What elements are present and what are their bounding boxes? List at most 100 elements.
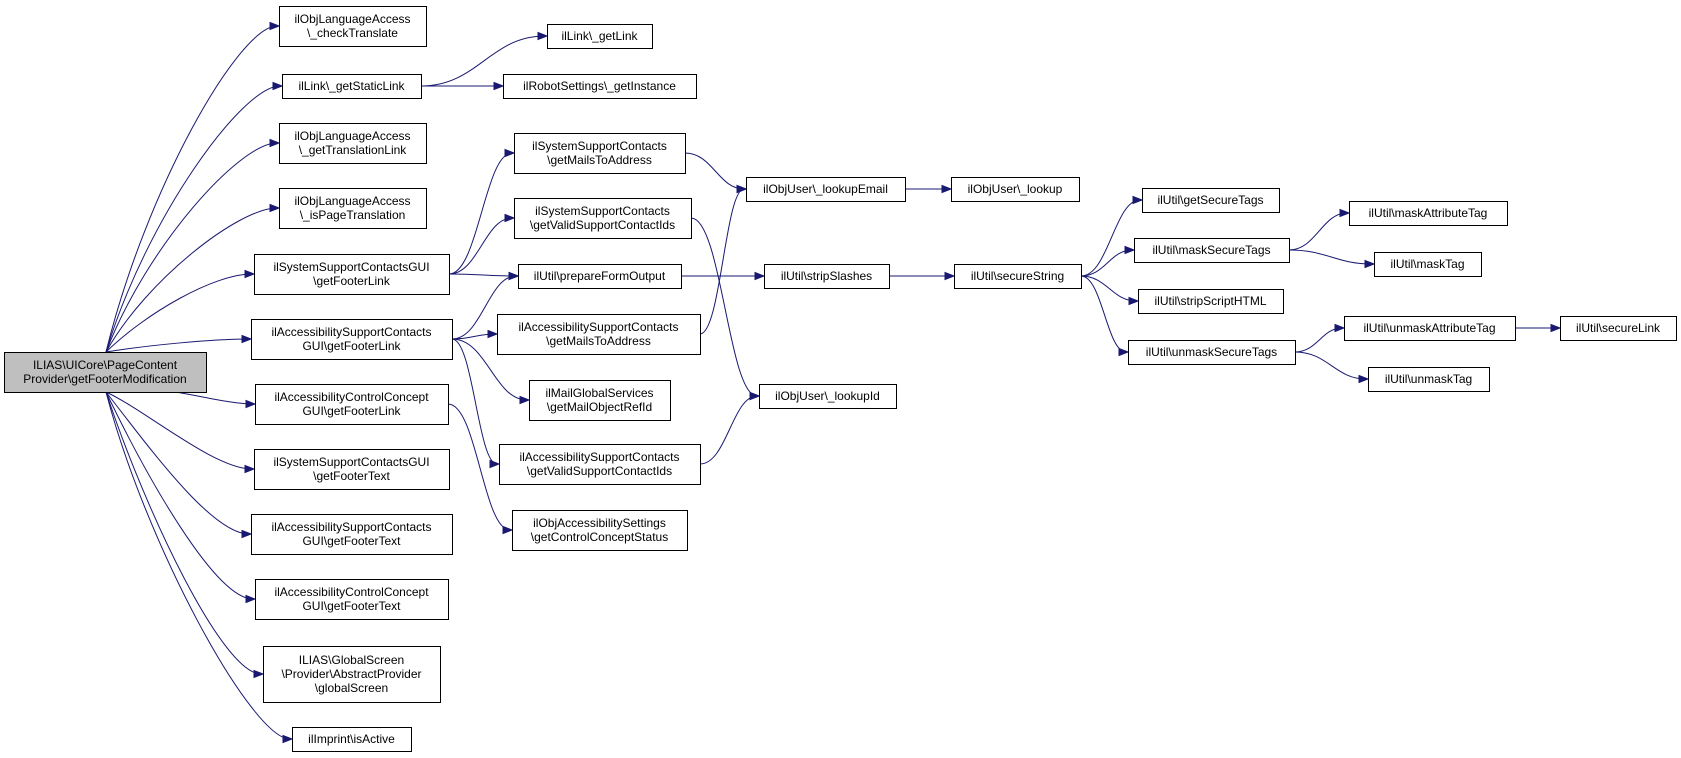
node-box: [282, 74, 422, 99]
call-edge: [451, 275, 517, 340]
node-label: ilSystemSupportContactsGUI: [273, 260, 429, 274]
graph-node[interactable]: ilUtil\getSecureTags: [1142, 188, 1280, 213]
graph-node[interactable]: ilObjAccessibilitySettings\getControlCon…: [512, 510, 688, 551]
call-edge: [448, 273, 517, 277]
edge-arrowhead: [269, 203, 281, 213]
graph-node[interactable]: ilAccessibilityControlConceptGUI\getFoot…: [255, 384, 449, 425]
edge-arrowhead: [1128, 296, 1140, 306]
graph-node[interactable]: ILIAS\UICore\PageContentProvider\getFoot…: [4, 352, 207, 393]
edge-arrowhead: [537, 31, 549, 41]
graph-node[interactable]: ilSystemSupportContacts\getValidSupportC…: [514, 198, 692, 239]
node-label: ilLink\_getLink: [561, 29, 638, 43]
graph-node[interactable]: ilUtil\prepareFormOutput: [518, 264, 682, 289]
graph-node[interactable]: ilRobotSettings\_getInstance: [503, 74, 697, 99]
edge-arrowhead: [504, 213, 516, 223]
graph-node[interactable]: ilSystemSupportContactsGUI\getFooterText: [254, 449, 450, 490]
node-label: ilAccessibilityControlConcept: [274, 390, 429, 404]
edge-arrowhead: [269, 21, 281, 31]
call-edge: [105, 391, 254, 600]
node-label: \globalScreen: [315, 681, 388, 695]
graph-node[interactable]: ilUtil\unmaskSecureTags: [1128, 340, 1296, 365]
node-label: ilObjUser\_lookup: [968, 182, 1063, 196]
node-label: ilSystemSupportContacts: [532, 139, 667, 153]
graph-node[interactable]: ilObjLanguageAccess\_isPageTranslation: [279, 188, 427, 229]
call-edge: [699, 395, 758, 465]
node-box: [279, 188, 427, 229]
graph-node[interactable]: ilAccessibilitySupportContacts\getMailsT…: [497, 314, 701, 355]
node-label: ilUtil\maskTag: [1390, 257, 1464, 271]
node-label: GUI\getFooterLink: [302, 339, 401, 353]
graph-node[interactable]: ilImprint\isActive: [292, 727, 412, 752]
edge-arrowhead: [1364, 259, 1376, 269]
graph-node[interactable]: ilMailGlobalServices\getMailObjectRefId: [529, 380, 671, 421]
graph-node[interactable]: ilObjUser\_lookupEmail: [746, 177, 906, 202]
graph-node[interactable]: ilObjLanguageAccess\_getTranslationLink: [279, 123, 427, 164]
edge-arrowhead: [245, 399, 257, 409]
node-label: ilUtil\unmaskAttributeTag: [1363, 321, 1495, 335]
node-box: [255, 579, 449, 620]
edge-arrowhead: [1339, 208, 1351, 218]
node-box: [499, 444, 701, 485]
node-label: ilAccessibilitySupportContacts: [271, 520, 431, 534]
graph-node[interactable]: ilAccessibilitySupportContactsGUI\getFoo…: [251, 514, 453, 555]
call-edge: [105, 391, 262, 675]
node-label: \_isPageTranslation: [300, 208, 406, 222]
node-label: ilUtil\secureString: [971, 269, 1064, 283]
graph-node[interactable]: ilUtil\stripScriptHTML: [1138, 289, 1284, 314]
edge-arrowhead: [944, 271, 956, 281]
call-edge: [690, 217, 758, 397]
node-label: ilUtil\unmaskSecureTags: [1146, 345, 1277, 359]
graph-node[interactable]: ilUtil\unmaskAttributeTag: [1344, 316, 1516, 341]
node-label: ilUtil\stripSlashes: [781, 269, 872, 283]
node-label: ilUtil\secureLink: [1576, 321, 1661, 335]
graph-node[interactable]: ilSystemSupportContacts\getMailsToAddres…: [514, 133, 686, 174]
nodes-layer: ILIAS\UICore\PageContentProvider\getFoot…: [4, 6, 1677, 752]
graph-node[interactable]: ilUtil\secureLink: [1560, 316, 1677, 341]
edge-arrowhead: [272, 81, 284, 91]
call-edge: [105, 391, 250, 535]
graph-node[interactable]: ilUtil\unmaskTag: [1368, 367, 1490, 392]
edge-arrowhead: [749, 391, 761, 401]
edge-arrowhead: [1118, 347, 1130, 357]
node-label: ilObjUser\_lookupEmail: [763, 182, 888, 196]
node-box: [951, 177, 1080, 202]
edge-arrowhead: [253, 669, 265, 679]
graph-node[interactable]: ilUtil\maskTag: [1374, 252, 1482, 277]
graph-node[interactable]: ilObjUser\_lookup: [951, 177, 1080, 202]
graph-node[interactable]: ilObjUser\_lookupId: [759, 384, 897, 409]
node-label: ilUtil\stripScriptHTML: [1154, 294, 1266, 308]
edge-arrowhead: [245, 594, 257, 604]
node-box: [1128, 340, 1296, 365]
graph-node[interactable]: ilUtil\stripSlashes: [764, 264, 890, 289]
edge-arrowhead: [1334, 323, 1346, 333]
graph-node[interactable]: ilUtil\maskSecureTags: [1134, 238, 1290, 263]
graph-node[interactable]: ilUtil\secureString: [954, 264, 1082, 289]
graph-node[interactable]: ilUtil\maskAttributeTag: [1349, 201, 1508, 226]
node-label: ilAccessibilitySupportContacts: [518, 320, 678, 334]
graph-node[interactable]: ilObjLanguageAccess\_checkTranslate: [279, 6, 427, 47]
graph-node[interactable]: ilLink\_getLink: [547, 24, 653, 49]
graph-node[interactable]: ilSystemSupportContactsGUI\getFooterLink: [254, 254, 450, 295]
graph-node[interactable]: ilAccessibilitySupportContactsGUI\getFoo…: [251, 319, 453, 360]
node-label: ilObjUser\_lookupId: [775, 389, 880, 403]
node-label: GUI\getFooterLink: [302, 404, 401, 418]
call-edge: [1288, 249, 1373, 265]
graph-node[interactable]: ilAccessibilityControlConceptGUI\getFoot…: [255, 579, 449, 620]
graph-node[interactable]: ilLink\_getStaticLink: [282, 74, 422, 99]
graph-node[interactable]: ilAccessibilitySupportContacts\getValidS…: [499, 444, 701, 485]
node-box: [759, 384, 897, 409]
call-edge: [105, 25, 278, 353]
call-edge: [451, 338, 498, 465]
node-label: ilObjLanguageAccess: [294, 12, 410, 26]
node-box: [1142, 188, 1280, 213]
node-box: [514, 198, 692, 239]
graph-node[interactable]: ILIAS\GlobalScreen\Provider\AbstractProv…: [263, 646, 441, 703]
node-label: ilUtil\unmaskTag: [1385, 372, 1472, 386]
edges-layer: [105, 21, 1562, 744]
node-label: ILIAS\UICore\PageContent: [33, 358, 178, 372]
node-label: ilUtil\maskSecureTags: [1152, 243, 1270, 257]
node-label: ilSystemSupportContacts: [535, 204, 670, 218]
edge-arrowhead: [504, 148, 516, 158]
node-box: [529, 380, 671, 421]
